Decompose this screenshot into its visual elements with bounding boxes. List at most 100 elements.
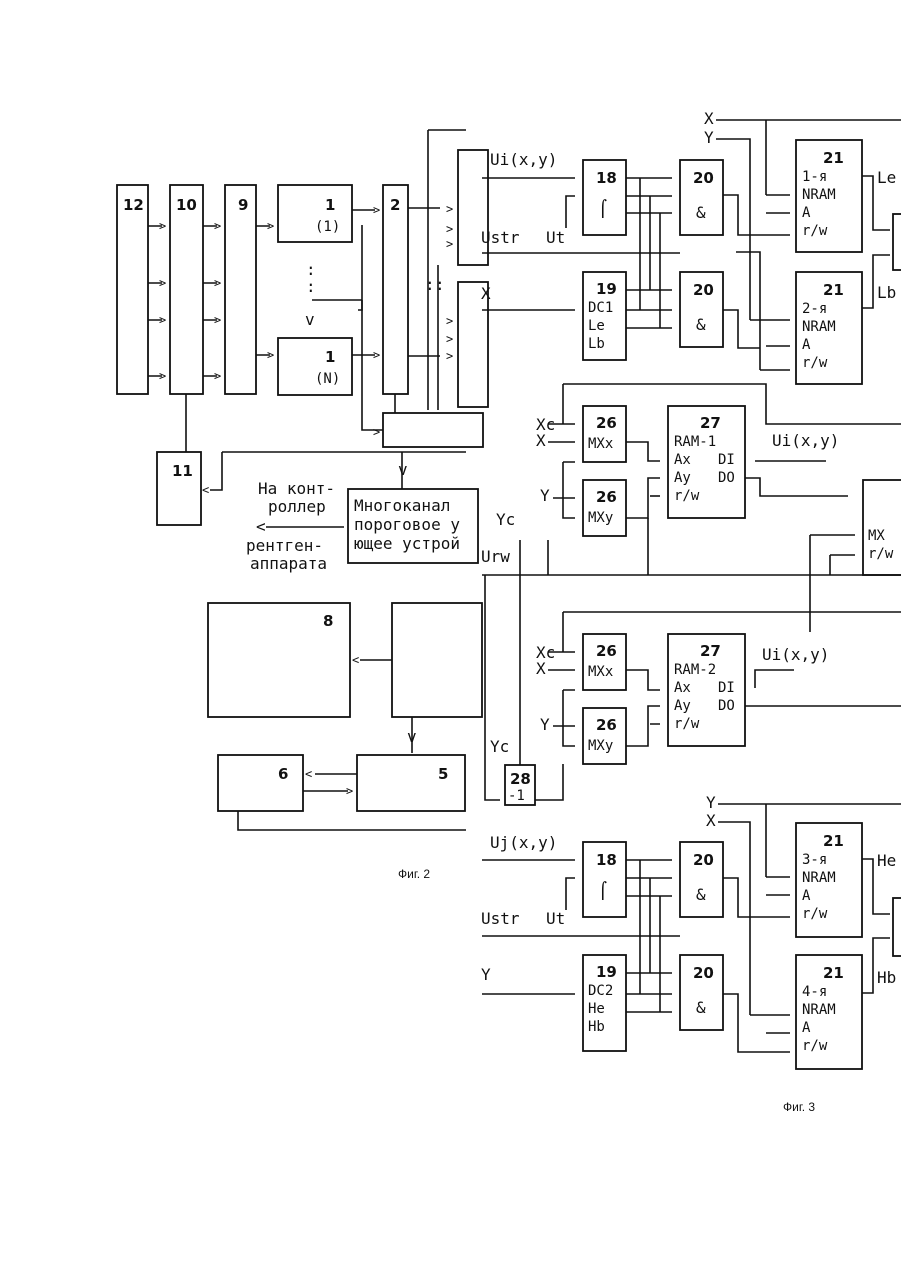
block-21-fourth-rw: r/w bbox=[802, 1038, 828, 1054]
sig-he-out: He bbox=[877, 851, 896, 870]
block-right-top-partial bbox=[458, 150, 488, 265]
block-partial-right-bottom bbox=[893, 898, 901, 956]
block-20-d-label: 20 bbox=[693, 964, 714, 982]
block-19-bottom-he: He bbox=[588, 1001, 605, 1017]
svg-text:>: > bbox=[373, 348, 380, 362]
block-21-third-nram: NRAM bbox=[802, 870, 836, 886]
block-26-mxy-1-name: MXy bbox=[588, 510, 613, 526]
block-1-n-sub: (N) bbox=[315, 371, 340, 387]
svg-text:<: < bbox=[305, 767, 312, 781]
block-28-minus1: -1 bbox=[508, 788, 525, 804]
block-26-mxx-1-name: MXx bbox=[588, 436, 613, 452]
sig-lb-out: Lb bbox=[877, 283, 896, 302]
controller-text-1: На конт- bbox=[258, 479, 335, 498]
block-21-first-name: 1-я bbox=[802, 169, 827, 185]
block-18-bottom-step: ⌠ bbox=[598, 881, 608, 900]
svg-text:<: < bbox=[352, 653, 359, 667]
sig-ui-ram1: Ui(x,y) bbox=[772, 431, 839, 450]
sig-x-1: X bbox=[536, 431, 546, 450]
block-21-first-nram: NRAM bbox=[802, 187, 836, 203]
block-20-a-and: & bbox=[696, 203, 706, 222]
block-27-ram1-do: DO bbox=[718, 470, 735, 486]
block-19-top-label: 19 bbox=[596, 280, 617, 298]
block-18-top-step: ⌠ bbox=[598, 199, 608, 218]
block-2 bbox=[383, 185, 408, 394]
block-21-fourth-a: A bbox=[802, 1020, 811, 1036]
svg-text:>: > bbox=[446, 222, 453, 236]
sig-yc-2: Yc bbox=[490, 737, 509, 756]
block-bottom-strip-partial bbox=[383, 413, 483, 447]
threshold-text-3: ющее устрой bbox=[354, 534, 460, 553]
block-1-n-label: 1 bbox=[325, 348, 335, 366]
block-26-mxy-2-label: 26 bbox=[596, 716, 617, 734]
block-21-second-a: A bbox=[802, 337, 811, 353]
block-27-ram1-ax: Ax bbox=[674, 452, 691, 468]
sig-x-2: X bbox=[536, 659, 546, 678]
block-5 bbox=[357, 755, 465, 811]
block-2-label: 2 bbox=[390, 196, 400, 214]
block-28-label: 28 bbox=[510, 770, 531, 788]
sig-ut-top: Ut bbox=[546, 228, 565, 247]
block-19-top-le: Le bbox=[588, 318, 605, 334]
sig-yc-1: Yc bbox=[496, 510, 515, 529]
block-21-first-label: 21 bbox=[823, 149, 844, 167]
block-19-top-dc: DC1 bbox=[588, 300, 613, 316]
figure3-caption: Фиг. 3 bbox=[783, 1100, 815, 1114]
block-27-ram2-rw: r/w bbox=[674, 716, 700, 732]
sig-x-bottom: X bbox=[706, 811, 716, 830]
block-9 bbox=[225, 185, 256, 394]
block-9-label: 9 bbox=[238, 196, 248, 214]
controller-arrow: < bbox=[256, 517, 266, 536]
block-6-label: 6 bbox=[278, 765, 288, 783]
block-26-mxx-2-name: MXx bbox=[588, 664, 613, 680]
controller-text-3: рентген- bbox=[246, 536, 323, 555]
svg-text:>: > bbox=[373, 203, 380, 217]
block-27-ram1-ay: Ay bbox=[674, 470, 691, 486]
block-26-mxy-2-name: MXy bbox=[588, 738, 613, 754]
block-27-ram1-label: 27 bbox=[700, 414, 721, 432]
fig2-dots-b: : bbox=[306, 277, 316, 296]
block-27-ram2-ax: Ax bbox=[674, 680, 691, 696]
block-11-label: 11 bbox=[172, 462, 193, 480]
svg-text:>: > bbox=[267, 348, 274, 362]
block-26-mxx-1-label: 26 bbox=[596, 414, 617, 432]
svg-text:>: > bbox=[446, 237, 453, 251]
block-19-bottom-hb: Hb bbox=[588, 1019, 605, 1035]
svg-text:>: > bbox=[159, 276, 166, 290]
svg-text:>: > bbox=[159, 219, 166, 233]
sig-y-1: Y bbox=[540, 486, 550, 505]
block-mx-name: MX bbox=[868, 528, 885, 544]
block-18-top-label: 18 bbox=[596, 169, 617, 187]
svg-text:>: > bbox=[214, 276, 221, 290]
sig-urw: Urw bbox=[481, 547, 510, 566]
block-21-third-name: 3-я bbox=[802, 852, 827, 868]
block-21-second-nram: NRAM bbox=[802, 319, 836, 335]
block-20-d-and: & bbox=[696, 998, 706, 1017]
block-5-label: 5 bbox=[438, 765, 448, 783]
sig-ut-bottom: Ut bbox=[546, 909, 565, 928]
svg-text:>: > bbox=[373, 425, 380, 439]
block-27-ram2-name: RAM-2 bbox=[674, 662, 716, 678]
block-21-third-rw: r/w bbox=[802, 906, 828, 922]
block-18-bottom-label: 18 bbox=[596, 851, 617, 869]
sig-y-bottom: Y bbox=[706, 793, 716, 812]
sig-uj: Uj(x,y) bbox=[490, 833, 557, 852]
fig2-dots-c: : bbox=[425, 275, 435, 294]
svg-text:>: > bbox=[267, 219, 274, 233]
block-20-a-label: 20 bbox=[693, 169, 714, 187]
block-20-b-label: 20 bbox=[693, 281, 714, 299]
block-1-first-sub: (1) bbox=[315, 219, 340, 235]
svg-text:>: > bbox=[446, 349, 453, 363]
block-21-fourth-label: 21 bbox=[823, 964, 844, 982]
sig-ui-ram2: Ui(x,y) bbox=[762, 645, 829, 664]
block-21-second-name: 2-я bbox=[802, 301, 827, 317]
sig-y-left: Y bbox=[481, 965, 491, 984]
sig-le-out: Le bbox=[877, 168, 896, 187]
block-21-first-rw: r/w bbox=[802, 223, 828, 239]
block-partial-right-top bbox=[893, 214, 901, 270]
svg-text:>: > bbox=[214, 313, 221, 327]
svg-text:>: > bbox=[346, 784, 353, 798]
block-8-label: 8 bbox=[323, 612, 333, 630]
block-21-first-a: A bbox=[802, 205, 811, 221]
block-27-ram2-di: DI bbox=[718, 680, 735, 696]
